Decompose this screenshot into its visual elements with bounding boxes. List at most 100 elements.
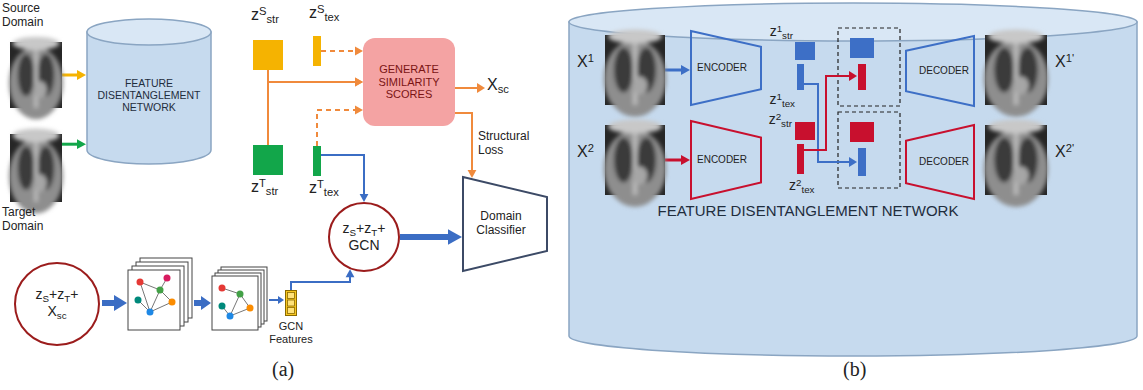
text-block: zTtex xyxy=(309,179,359,199)
text-label: ENCODER xyxy=(697,62,747,73)
xray-image: Source Domain xyxy=(10,42,62,108)
shape-part xyxy=(608,29,662,43)
superscript: T xyxy=(317,178,324,190)
drawing-part xyxy=(164,275,171,282)
drawing-part xyxy=(128,270,180,330)
arrowhead xyxy=(355,47,363,56)
shape-part xyxy=(614,138,633,183)
text-block: ENCODER xyxy=(697,154,747,166)
feature-bar-shape xyxy=(285,290,297,316)
xray-image: X2' xyxy=(985,125,1047,195)
text-block: GENERATE SIMILARITY SCORES xyxy=(369,63,449,101)
drawing-part xyxy=(102,300,116,306)
process-box: GENERATE SIMILARITY SCORES xyxy=(363,38,455,126)
connector-line xyxy=(268,70,357,82)
superscript: S xyxy=(259,5,266,17)
xray-image: Target Domain xyxy=(10,134,62,202)
superscript: 1 xyxy=(588,52,594,64)
text-label: Source Domain xyxy=(2,1,43,29)
shape-part xyxy=(34,42,38,108)
shape-part xyxy=(1013,76,1029,94)
similarity-output-arrow xyxy=(455,83,485,93)
structure-code: z1str xyxy=(795,42,815,60)
text-label: X xyxy=(487,76,498,93)
circle-outline xyxy=(14,262,100,346)
subscript: tex xyxy=(324,186,339,198)
text-label: GCN xyxy=(348,237,379,253)
drawing-part xyxy=(858,64,866,90)
text-block: zTstr xyxy=(251,178,301,198)
xray-picture xyxy=(605,125,665,195)
text-block: ENCODER xyxy=(697,62,747,74)
connector xyxy=(455,113,476,178)
subscript: tex xyxy=(782,98,795,109)
text-block: X2 xyxy=(577,143,601,161)
text-label: GENERATE SIMILARITY SCORES xyxy=(378,63,439,100)
subscript: sc xyxy=(498,83,509,95)
text-label: +z xyxy=(356,220,371,236)
free-label: (a) xyxy=(272,358,294,381)
connector-line xyxy=(321,50,357,52)
text-block: zS+zT+Xsc xyxy=(36,287,79,321)
shape-part xyxy=(288,293,295,299)
shape-part xyxy=(691,31,761,105)
text-block: z1tex xyxy=(763,92,795,110)
shape-part xyxy=(9,37,63,120)
superscript: 2' xyxy=(1066,142,1074,154)
connector xyxy=(400,229,462,244)
superscript: 2 xyxy=(796,177,801,188)
drawing-part xyxy=(237,291,244,298)
shape-part xyxy=(984,29,1048,117)
text-block: Source Domain xyxy=(2,2,66,30)
subscript: T xyxy=(64,293,70,304)
drawing-part xyxy=(135,297,142,304)
drawing-part xyxy=(477,83,485,93)
drawing-part xyxy=(114,295,127,311)
text-block: z2tex xyxy=(789,178,823,196)
drawing-part xyxy=(227,313,234,320)
shape-part xyxy=(906,125,974,199)
flow-arrow xyxy=(102,295,284,311)
shape-part xyxy=(988,119,1044,133)
edge-label: Structural Loss xyxy=(478,130,544,158)
text-label: ENCODER xyxy=(697,154,747,165)
connector-line xyxy=(291,276,350,290)
shape-part xyxy=(632,76,648,94)
xray-picture xyxy=(10,42,62,108)
connector xyxy=(268,70,363,86)
drawing-part xyxy=(201,296,211,310)
text-block: DECODER xyxy=(919,156,969,168)
shape-part xyxy=(633,125,638,195)
drawing-part xyxy=(219,303,226,310)
shape-part xyxy=(13,129,60,143)
drawing-part xyxy=(269,299,278,301)
shape-part xyxy=(329,203,399,271)
superscript: 1 xyxy=(776,91,781,102)
free-label: (b) xyxy=(843,358,866,381)
superscript: 2 xyxy=(776,111,781,122)
text-block: X1 xyxy=(577,53,601,71)
shape-part xyxy=(984,119,1048,206)
shape-part xyxy=(34,134,38,202)
drawing-part xyxy=(147,309,154,316)
texture-code: z1tex xyxy=(797,64,804,90)
text-block: FEATURE DISENTANGLEMENT NETWORK xyxy=(91,77,207,113)
shape-part xyxy=(1013,166,1029,184)
structure-code: zSstr xyxy=(253,40,283,70)
encoder-trapezoid: ENCODER xyxy=(690,30,762,106)
connector xyxy=(268,78,363,145)
text-label: + xyxy=(377,220,385,236)
text-label: +z xyxy=(49,286,64,302)
connector-line xyxy=(62,74,79,77)
connector-line xyxy=(268,82,357,145)
text-label: z xyxy=(251,6,259,23)
shape-part xyxy=(569,22,1137,356)
drawing-part xyxy=(850,122,874,142)
text-block: GCN Features xyxy=(265,320,317,345)
text-label: z xyxy=(36,286,43,302)
text-label: X xyxy=(1055,53,1066,70)
xray-picture xyxy=(985,35,1047,105)
feature-bar: GCN Features xyxy=(285,290,297,316)
